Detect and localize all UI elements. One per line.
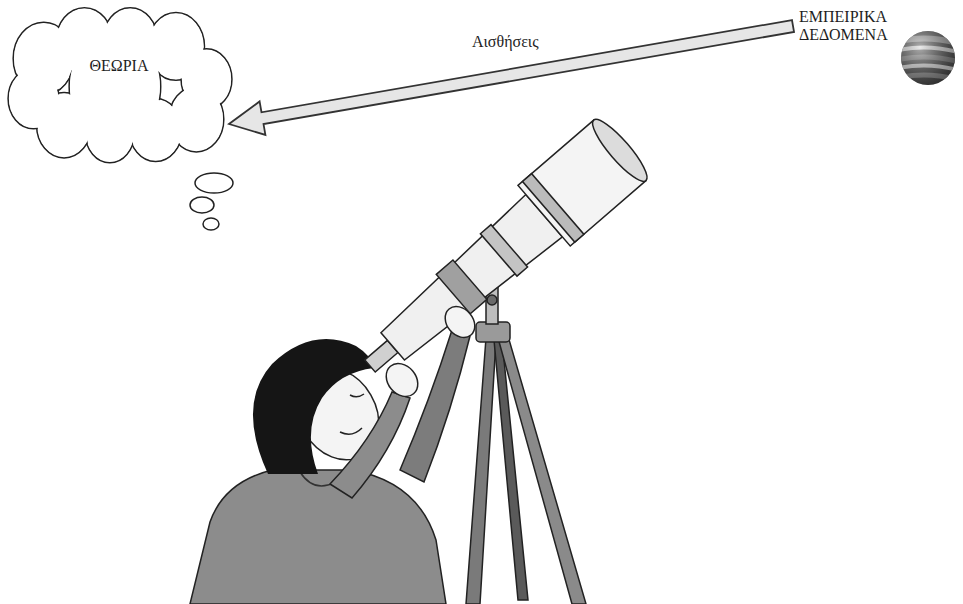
smile — [340, 428, 362, 434]
tripod-leg — [498, 336, 586, 604]
edge-label: Αισθήσεις — [470, 33, 541, 51]
thought-bubble — [190, 197, 214, 213]
tube-band — [523, 174, 584, 242]
thought-bubbles — [190, 173, 233, 230]
tube-clamp — [436, 260, 487, 314]
girl-hand — [380, 357, 425, 403]
planet-label-group: ΕΜΠΕΙΡΙΚΑ ΔΕΔΟΜΕΝΑ — [799, 4, 958, 90]
node-text: ΘΕΩΡΙΑ — [90, 57, 149, 75]
cloud-outline — [3, 4, 235, 164]
thought-bubble — [195, 173, 233, 193]
tripod-head — [476, 322, 510, 342]
thought-cloud: ΘΕΩΡΙΑ — [3, 4, 235, 164]
tripod — [466, 268, 586, 604]
girl-arm — [400, 330, 470, 482]
sense-arrow — [229, 20, 794, 135]
planet-shade — [901, 31, 955, 85]
mount-knob — [487, 295, 497, 305]
girl-body — [190, 470, 446, 604]
objective-lens — [586, 114, 653, 188]
dew-shield — [518, 120, 646, 246]
girl-hand — [439, 301, 481, 344]
tripod-leg — [466, 338, 496, 604]
telescope — [344, 114, 654, 397]
girl-arm — [330, 392, 410, 498]
node-text: ΕΜΠΕΙΡΙΚΑ ΔΕΔΟΜΕΝΑ — [799, 8, 888, 45]
planet-disc — [901, 31, 955, 85]
planet — [898, 28, 958, 88]
tube-band — [480, 225, 527, 277]
closed-eye — [350, 394, 364, 397]
thought-bubble — [203, 218, 219, 230]
